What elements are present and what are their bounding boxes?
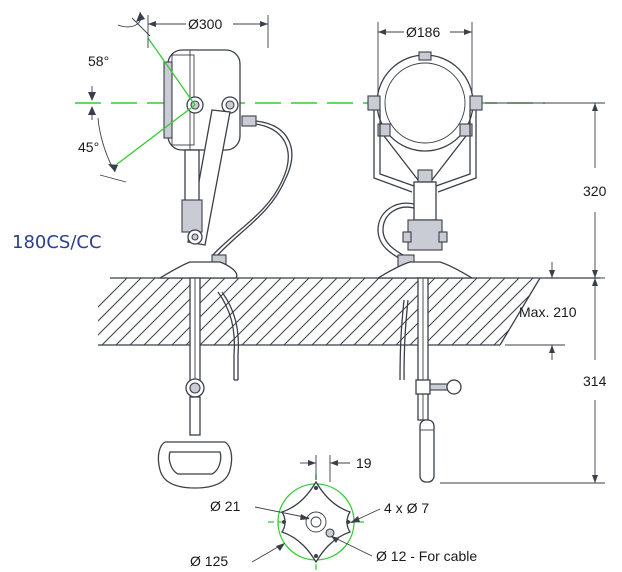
deck-thickness-label: Max. 210	[519, 304, 577, 320]
head-width-label: Ø300	[188, 16, 222, 32]
hatch-line	[325, 278, 394, 345]
height-above-deck-label: 320	[583, 183, 607, 199]
hatch-line	[98, 278, 156, 345]
lens-diameter-label: Ø186	[406, 24, 440, 40]
height-below-deck-label: 314	[583, 373, 607, 389]
hatch-line	[578, 278, 622, 345]
base-footprint-view	[251, 455, 381, 570]
base-circle-label: Ø 125	[190, 553, 228, 569]
vertical-dimensions	[440, 102, 605, 484]
hatch-line	[437, 278, 506, 345]
hatch-line	[395, 278, 464, 345]
hatch-line	[199, 278, 268, 345]
hatch-line	[269, 278, 338, 345]
tilt-down-label: 45°	[78, 139, 99, 155]
hatch-line	[339, 278, 408, 345]
hatch-line	[143, 278, 212, 345]
cable-hole-label: Ø 12 - For cable	[376, 548, 477, 564]
hatch-line	[129, 278, 198, 345]
hatch-line	[465, 278, 534, 345]
hatch-line	[451, 278, 520, 345]
lens-diameter-dimension	[377, 22, 473, 95]
hatch-line	[227, 278, 296, 345]
tilt-angle-lines	[88, 11, 196, 183]
hatch-line	[423, 278, 492, 345]
hatch-line	[241, 278, 310, 345]
hatch-line	[297, 278, 366, 345]
hatch-line	[311, 278, 380, 345]
bolt-spacing-label: 19	[356, 455, 372, 471]
hatch-line	[255, 278, 324, 345]
hatch-line	[98, 278, 142, 345]
hatch-line	[381, 278, 450, 345]
model-label: 180CS/CC	[12, 232, 102, 253]
hatch-line	[283, 278, 352, 345]
hatch-line	[98, 278, 128, 345]
hatch-line	[115, 278, 184, 345]
hatch-line	[171, 278, 240, 345]
front-view-lamp	[367, 51, 483, 483]
tilt-up-label: 58°	[88, 53, 109, 69]
hatch-line	[101, 278, 170, 345]
hatch-line	[353, 278, 422, 345]
mount-holes-label: 4 x Ø 7	[384, 500, 429, 516]
center-hole-label: Ø 21	[210, 498, 241, 514]
hatch-line	[592, 278, 622, 345]
hatch-line	[213, 278, 282, 345]
deck-section	[98, 277, 622, 346]
side-view-lamp	[157, 49, 293, 489]
head-width-dimension	[147, 15, 269, 48]
